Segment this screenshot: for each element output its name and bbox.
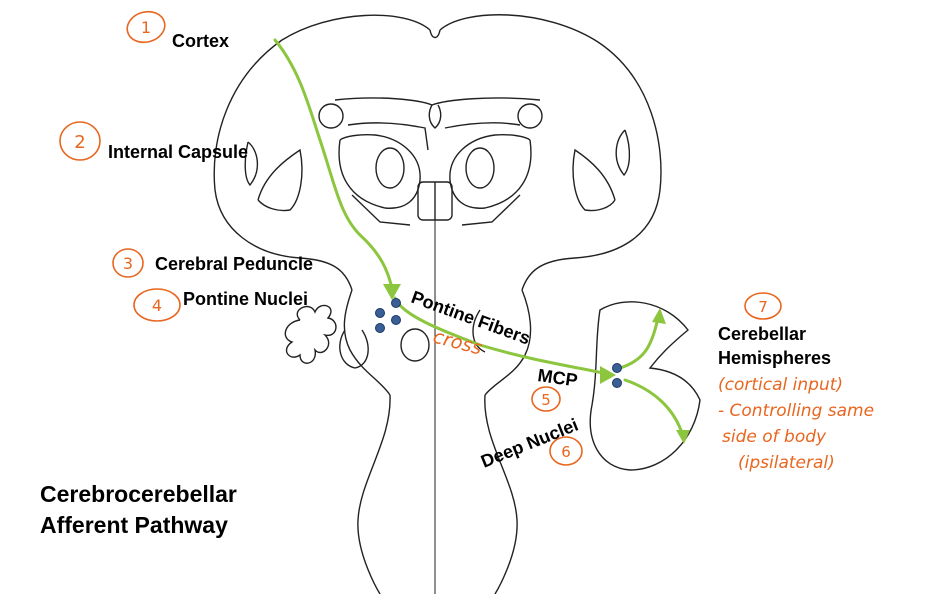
step-5-number: 5 xyxy=(541,391,551,409)
step-4-number: 4 xyxy=(152,296,162,315)
figure-title-line2: Afferent Pathway xyxy=(40,512,228,538)
pontine-nucleus-dot xyxy=(375,308,385,318)
label-pontine-nuclei: Pontine Nuclei xyxy=(183,289,308,309)
step-4-circle xyxy=(133,288,181,322)
label-internal-capsule: Internal Capsule xyxy=(108,142,248,162)
step-3-circle xyxy=(112,248,144,278)
cerebellar-branch-down xyxy=(623,378,685,438)
pontine-nucleus-dot xyxy=(391,298,401,308)
step-7-circle xyxy=(744,292,782,320)
step-markers xyxy=(59,10,782,466)
label-cerebral-peduncle: Cerebral Peduncle xyxy=(155,254,313,274)
deep-nucleus-dot xyxy=(612,378,622,388)
afferent-pathway xyxy=(273,38,685,438)
deep-nucleus-dot xyxy=(612,363,622,373)
pontine-nucleus-dot xyxy=(391,315,401,325)
step-numbers: 1 2 3 4 5 6 7 xyxy=(74,18,768,461)
step-1-circle xyxy=(126,10,166,44)
structure-labels: Cortex Internal Capsule Cerebral Peduncl… xyxy=(40,31,831,538)
annotation-cross: cross xyxy=(431,326,485,360)
step-6-circle xyxy=(549,436,583,466)
step-3-number: 3 xyxy=(123,254,133,273)
pontine-fibers-tract xyxy=(393,296,610,376)
annotation-note-line1: (cortical input) xyxy=(718,375,843,395)
pontine-nucleus-dot xyxy=(375,323,385,333)
step-2-number: 2 xyxy=(74,132,85,153)
pathway-arrowheads xyxy=(383,284,690,444)
figure-title-line1: Cerebrocerebellar xyxy=(40,481,237,507)
annotation-note-line2: - Controlling same xyxy=(718,401,874,421)
step-5-circle xyxy=(531,386,561,412)
arrowhead-up xyxy=(652,308,666,324)
arrowhead-mcp xyxy=(600,366,616,384)
step-1-number: 1 xyxy=(141,18,151,37)
annotation-note-line3: side of body xyxy=(722,427,827,447)
brainstem-outline xyxy=(213,14,701,594)
label-cerebellar-line1: Cerebellar xyxy=(718,324,806,344)
step-2-circle xyxy=(59,121,101,161)
label-cortex: Cortex xyxy=(172,31,229,51)
step-6-number: 6 xyxy=(561,443,571,461)
nuclei-dots xyxy=(375,298,622,388)
cerebellar-branch-up xyxy=(618,316,660,370)
arrowhead-down xyxy=(676,430,690,444)
corticopontine-tract xyxy=(273,38,394,290)
label-cerebellar-line2: Hemispheres xyxy=(718,348,831,368)
arrowhead-peduncle xyxy=(383,284,401,300)
step-7-number: 7 xyxy=(758,298,768,316)
annotation-note-line4: (ipsilateral) xyxy=(738,453,835,473)
